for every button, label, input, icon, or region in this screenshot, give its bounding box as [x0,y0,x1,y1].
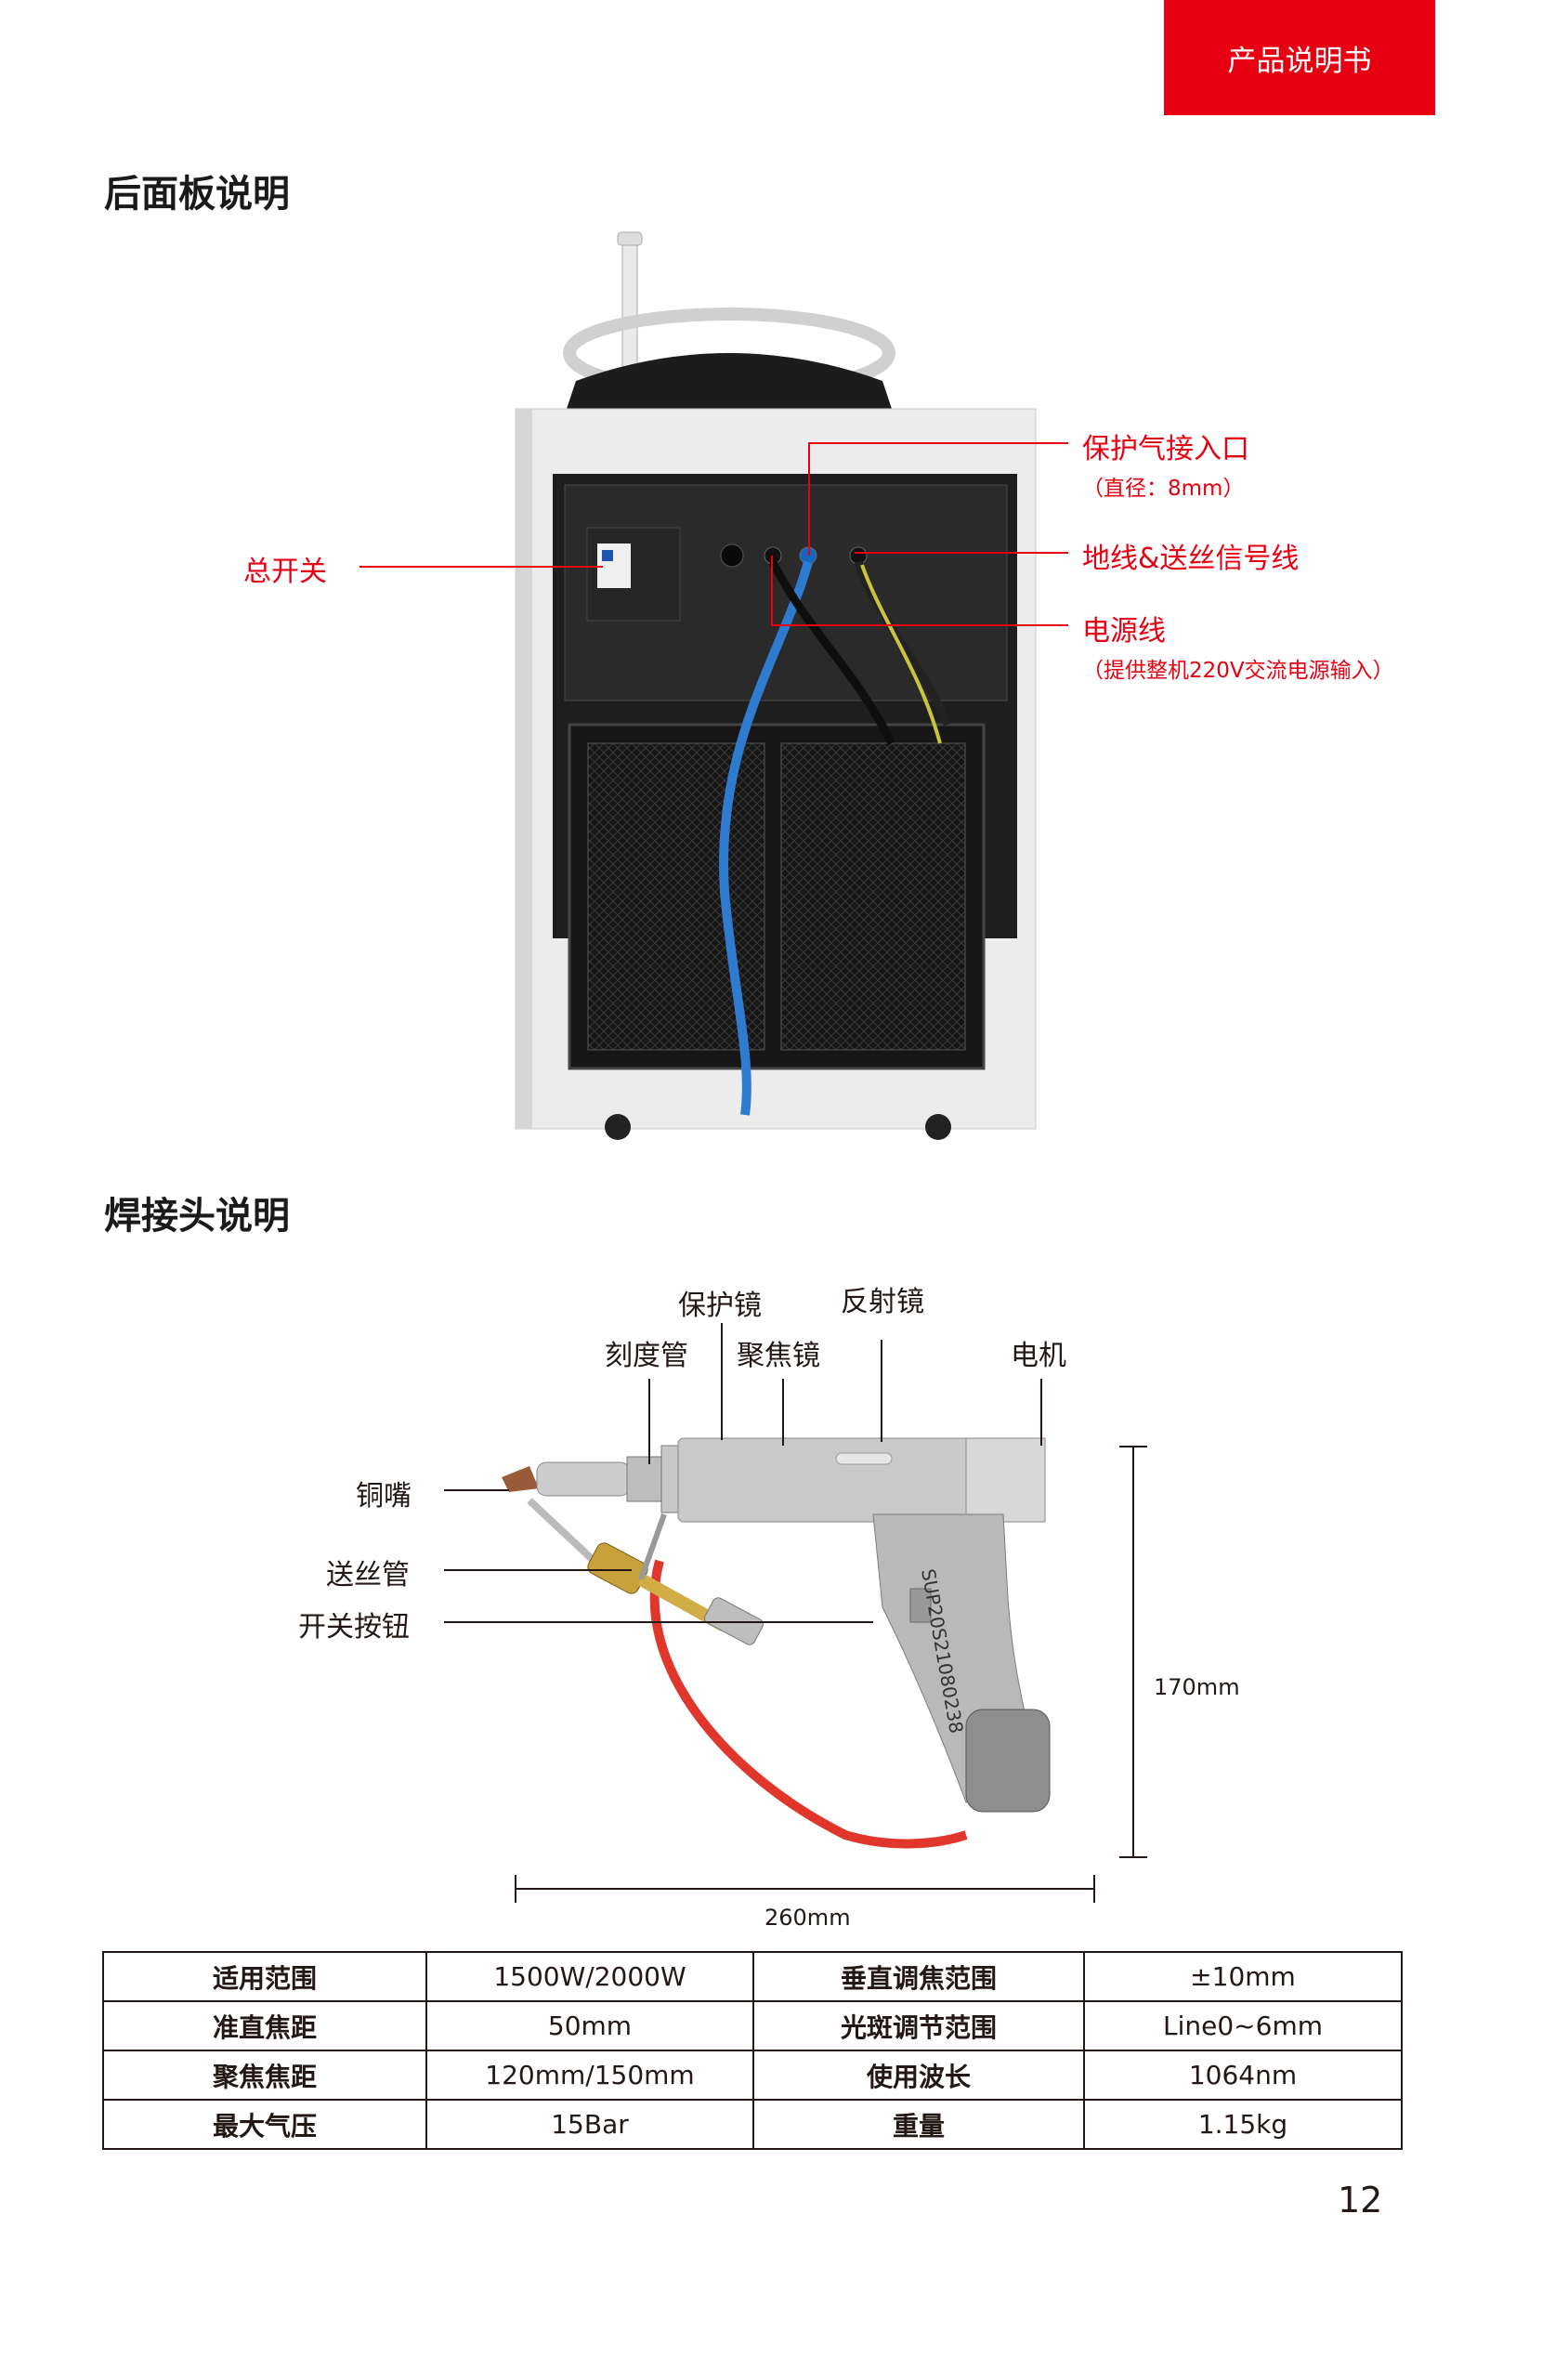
main-switch-toggle [602,550,613,561]
connector-port [720,544,744,568]
header-banner: 产品说明书 [1164,0,1435,115]
welding-head-title: 焊接头说明 [104,1195,290,1238]
leader-motor [1040,1379,1042,1446]
machine-side [516,409,532,1129]
dim-height-tick-bottom [1119,1856,1147,1858]
leader-power-cable-v [771,556,773,626]
leader-gas-inlet-h [808,442,1068,444]
label-gas-inlet: 保护气接入口 [1082,433,1249,465]
leader-ground-wire [855,552,1068,554]
label-wire-feed-tube: 送丝管 [326,1559,410,1592]
dim-width-label: 260mm [764,1905,851,1931]
wire-bracket [638,1513,667,1581]
rear-panel-photo [515,231,1037,1140]
dim-width-tick-right [1093,1875,1095,1903]
red-cable [649,1559,968,1849]
leader-power-cable-h [771,624,1068,626]
connector-port [764,546,782,565]
spec-key: 使用波长 [752,2050,1085,2101]
label-focusing-lens: 聚焦镜 [737,1340,820,1372]
leader-focusing-lens [782,1379,784,1446]
wheel-left [605,1114,631,1140]
banner-text: 产品说明书 [1227,44,1372,78]
spec-key: 适用范围 [102,1951,427,2002]
signal-connector [849,546,868,565]
coiled-cable [567,353,892,409]
dim-width-line [515,1888,1095,1890]
rear-panel-title: 后面板说明 [104,173,290,216]
machine-handle-cap [617,231,643,246]
label-ground-wire: 地线&送丝信号线 [1082,543,1300,575]
ground-cable [768,559,896,746]
leader-copper-nozzle [444,1489,509,1491]
spec-table: 适用范围 1500W/2000W 垂直调焦范围 ±10mm 准直焦距 50mm … [102,1951,1403,2150]
table-row: 最大气压 15Bar 重量 1.15kg [102,2099,1403,2150]
dim-height-label: 170mm [1154,1674,1240,1700]
copper-nozzle [502,1466,539,1492]
spec-value: 50mm [425,2000,754,2051]
machine-handle-rod [621,236,638,377]
spec-value: 15Bar [425,2099,754,2150]
spec-key: 重量 [752,2099,1085,2150]
fan-grille-right [780,742,966,1051]
spec-value: ±10mm [1083,1951,1403,2002]
table-row: 聚焦焦距 120mm/150mm 使用波长 1064nm [102,2050,1403,2101]
page-number: 12 [1338,2180,1383,2220]
label-main-switch: 总开关 [243,556,327,588]
dim-width-tick-left [515,1875,516,1903]
leader-protective-lens [721,1323,723,1440]
label-switch-button: 开关按钮 [298,1611,410,1644]
leader-gas-inlet-v [808,442,810,556]
spec-value: 120mm/150mm [425,2050,754,2101]
leader-main-switch [359,566,603,568]
leader-wire-feed-tube [444,1569,632,1571]
spec-value: 1500W/2000W [425,1951,754,2002]
table-row: 准直焦距 50mm 光斑调节范围 Line0~6mm [102,2000,1403,2051]
spec-key: 准直焦距 [102,2000,427,2051]
dim-height-line [1132,1446,1134,1858]
spec-key: 垂直调焦范围 [752,1951,1085,2002]
leader-switch-button [444,1621,873,1623]
scale-tube [536,1461,631,1497]
label-copper-nozzle: 铜嘴 [356,1480,412,1513]
label-protective-lens: 保护镜 [678,1290,762,1322]
leader-reflector [881,1340,882,1442]
label-gas-inlet-note: （直径：8mm） [1082,477,1245,501]
spec-key: 光斑调节范围 [752,2000,1085,2051]
spec-value: Line0~6mm [1083,2000,1403,2051]
welding-gun-photo: SUP20S21080238 [502,1437,1051,1849]
motor-housing [965,1437,1046,1523]
yellow-green-wire [860,564,942,744]
label-reflector: 反射镜 [841,1286,924,1318]
spec-key: 聚焦焦距 [102,2050,427,2101]
spec-value: 1064nm [1083,2050,1403,2101]
spec-key: 最大气压 [102,2099,427,2150]
label-power-cable-note: （提供整机220V交流电源输入） [1082,659,1394,683]
label-motor: 电机 [1011,1340,1066,1372]
trigger-button [909,1588,932,1623]
protective-lens-mount [660,1445,681,1513]
lens-holder [626,1456,665,1502]
gas-hose [719,560,813,1116]
handle-grip-end [965,1709,1051,1813]
label-scale-tube: 刻度管 [605,1340,688,1372]
table-row: 适用范围 1500W/2000W 垂直调焦范围 ±10mm [102,1951,1403,2002]
wheel-right [925,1114,951,1140]
label-power-cable: 电源线 [1082,615,1166,648]
dim-height-tick-top [1119,1446,1147,1447]
leader-scale-tube [648,1379,650,1464]
wire-feed-connector [587,1542,648,1594]
spec-value: 1.15kg [1083,2099,1403,2150]
reflector-slot [835,1452,893,1465]
